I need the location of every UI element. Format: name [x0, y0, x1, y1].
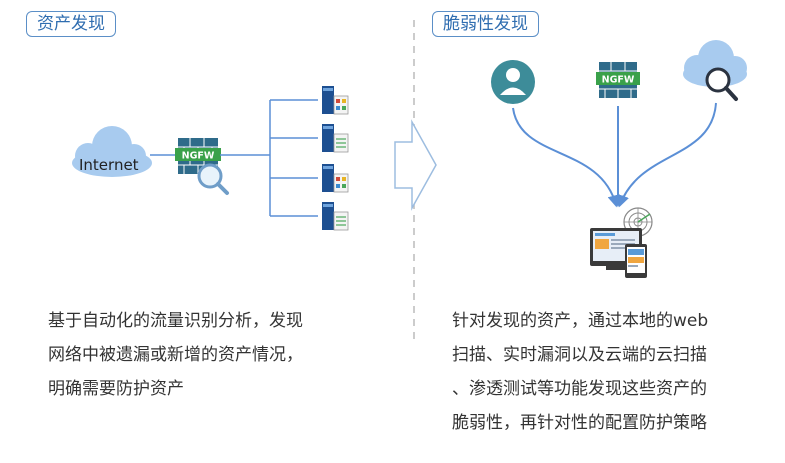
- ngfw-label-left: NGFW: [182, 151, 215, 162]
- description-line: 、渗透测试等功能发现这些资产的: [452, 379, 707, 399]
- description-line: 脆弱性，再针对性的配置防护策略: [452, 413, 707, 433]
- user-avatar-icon: [491, 60, 535, 104]
- description-line: 明确需要防护资产: [48, 379, 184, 399]
- description-line: 针对发现的资产，通过本地的web: [452, 311, 709, 331]
- asset-server-icon: [322, 164, 349, 193]
- cloud-scan-icon: [683, 40, 747, 101]
- network-tree-lines: [220, 99, 318, 217]
- asset-server-icon: [322, 86, 349, 115]
- vulnerability-discovery-title: 脆弱性发现: [432, 11, 539, 37]
- vulnerability-discovery-description: 针对发现的资产，通过本地的web 扫描、实时漏洞以及云端的云扫描 、渗透测试等功…: [452, 304, 772, 440]
- asset-discovery-description: 基于自动化的流量识别分析，发现 网络中被遗漏或新增的资产情况， 明确需要防护资产: [48, 304, 388, 406]
- ngfw-firewall-icon: [596, 62, 640, 98]
- scan-flow-lines: [512, 102, 717, 208]
- internet-label: Internet: [79, 156, 139, 174]
- magnifier-icon: [197, 163, 229, 195]
- asset-document-server-icon: [322, 202, 349, 231]
- description-line: 网络中被遗漏或新增的资产情况，: [48, 345, 303, 365]
- asset-discovery-title: 资产发现: [26, 11, 116, 37]
- ngfw-label-right: NGFW: [602, 75, 635, 86]
- description-line: 基于自动化的流量识别分析，发现: [48, 311, 303, 331]
- internet-cloud-icon: [72, 126, 152, 177]
- description-line: 扫描、实时漏洞以及云端的云扫描: [452, 345, 707, 365]
- asset-document-server-icon: [322, 124, 349, 153]
- endpoint-devices-icon: [590, 228, 647, 278]
- transition-arrow-icon: [394, 119, 437, 211]
